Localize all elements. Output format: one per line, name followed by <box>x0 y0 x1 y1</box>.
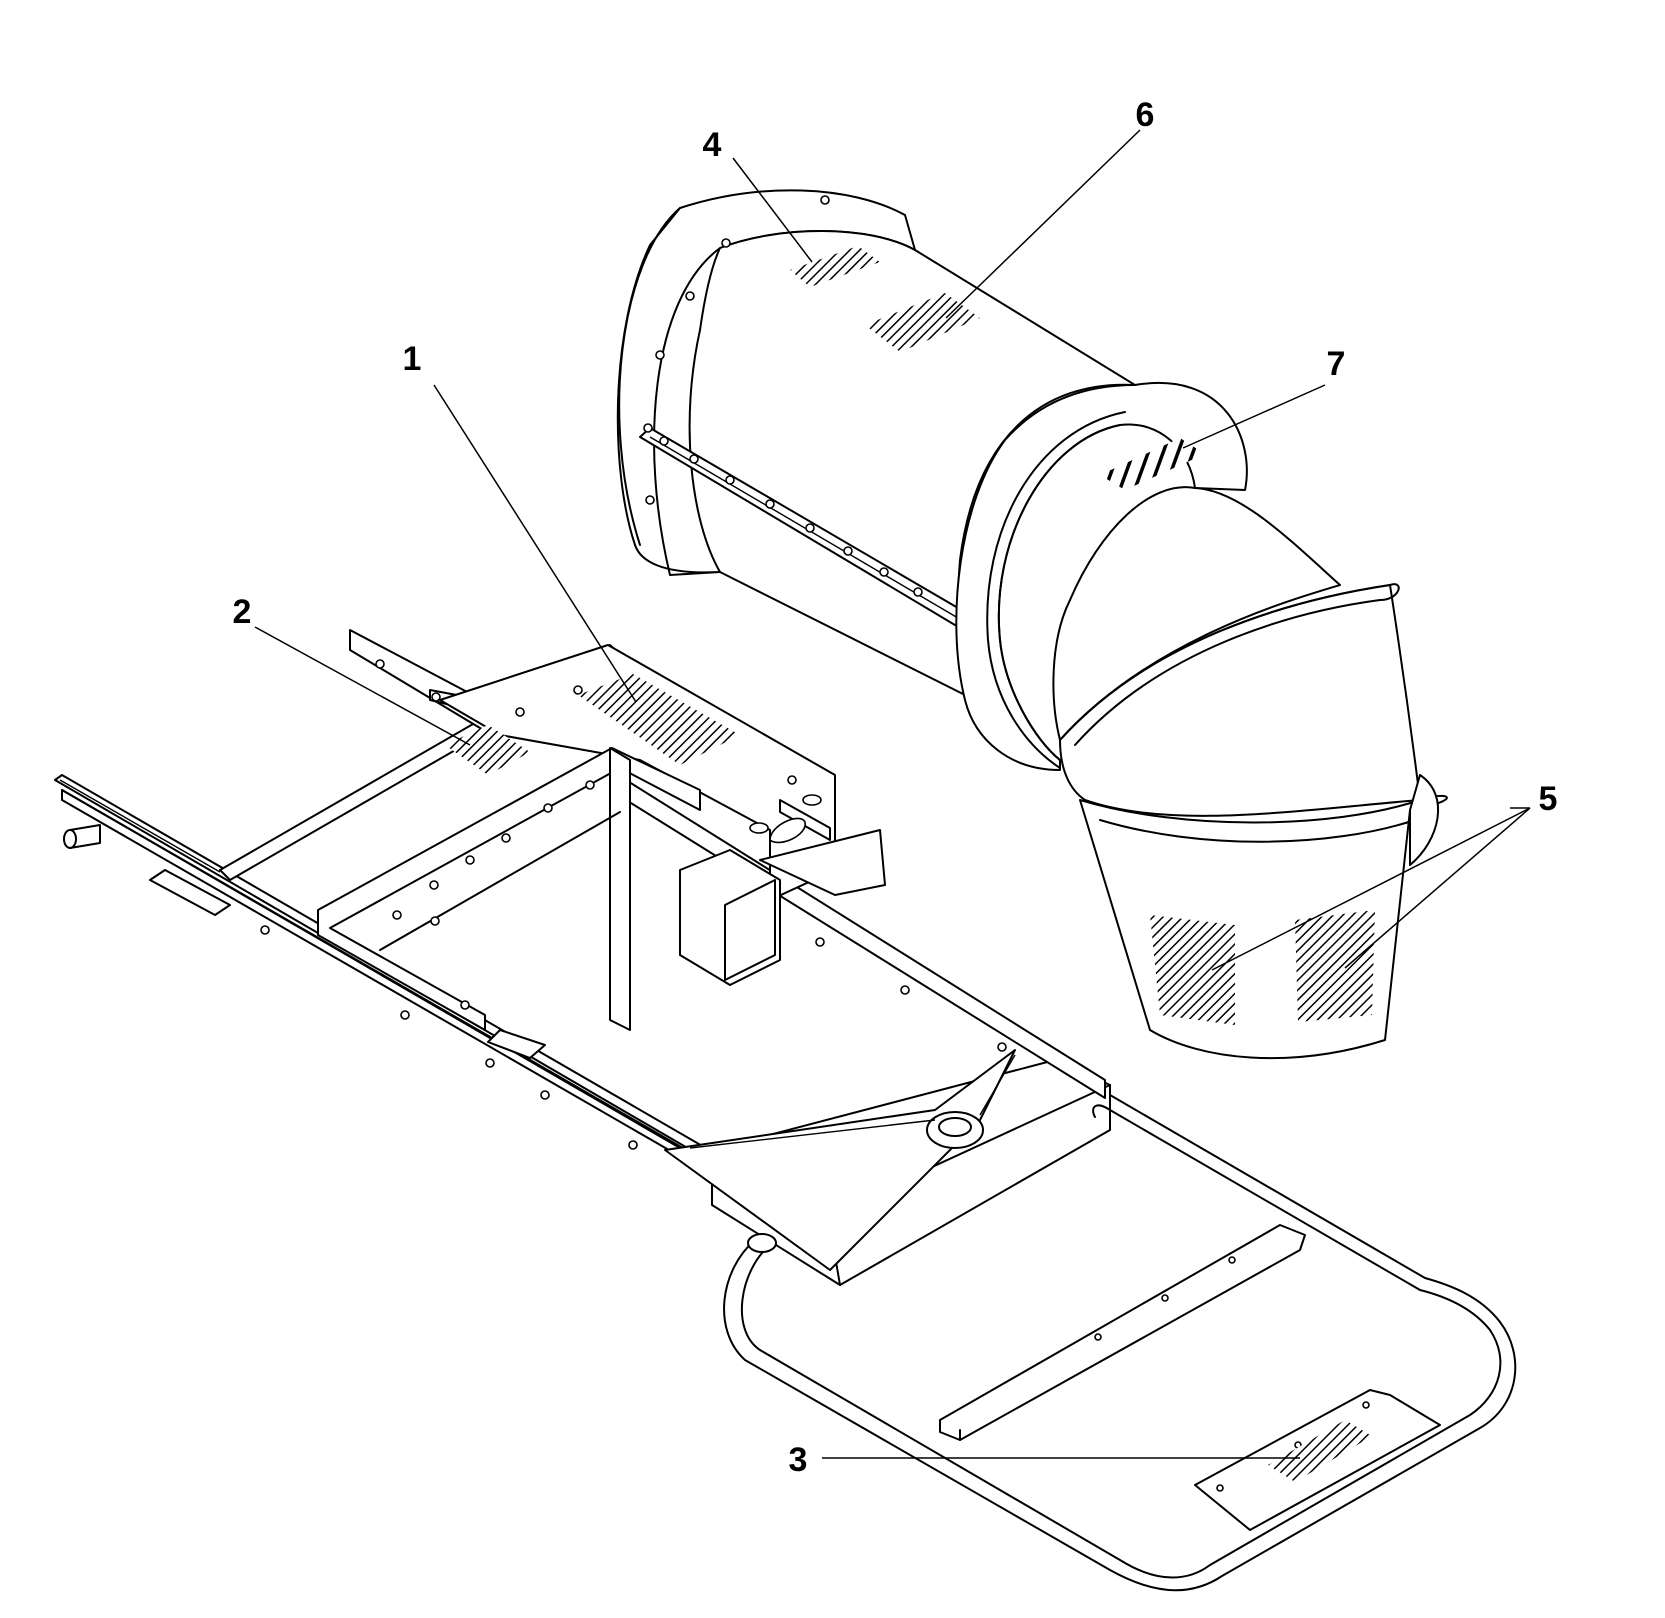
callout-6: 6 <box>1136 96 1155 134</box>
main-frame <box>54 629 1111 1286</box>
leader-lines <box>254 129 1531 1459</box>
callout-2: 2 <box>233 593 252 631</box>
decal-6 <box>865 293 980 352</box>
decal-5a <box>1150 915 1235 1025</box>
decal-4 <box>790 246 880 287</box>
decal-3 <box>1268 1420 1372 1482</box>
frame-holes <box>260 659 1007 1150</box>
callout-5: 5 <box>1539 780 1558 818</box>
callout-7: 7 <box>1327 345 1346 383</box>
decal-5b <box>1295 910 1375 1022</box>
drum-rail-holes <box>659 436 923 597</box>
decal-7 <box>1100 438 1205 490</box>
callout-3: 3 <box>789 1441 808 1479</box>
rear-flange-holes <box>643 195 830 505</box>
callout-1: 1 <box>403 340 422 378</box>
decal-2 <box>445 725 530 775</box>
decal-1 <box>578 674 740 765</box>
callout-4: 4 <box>703 126 722 164</box>
